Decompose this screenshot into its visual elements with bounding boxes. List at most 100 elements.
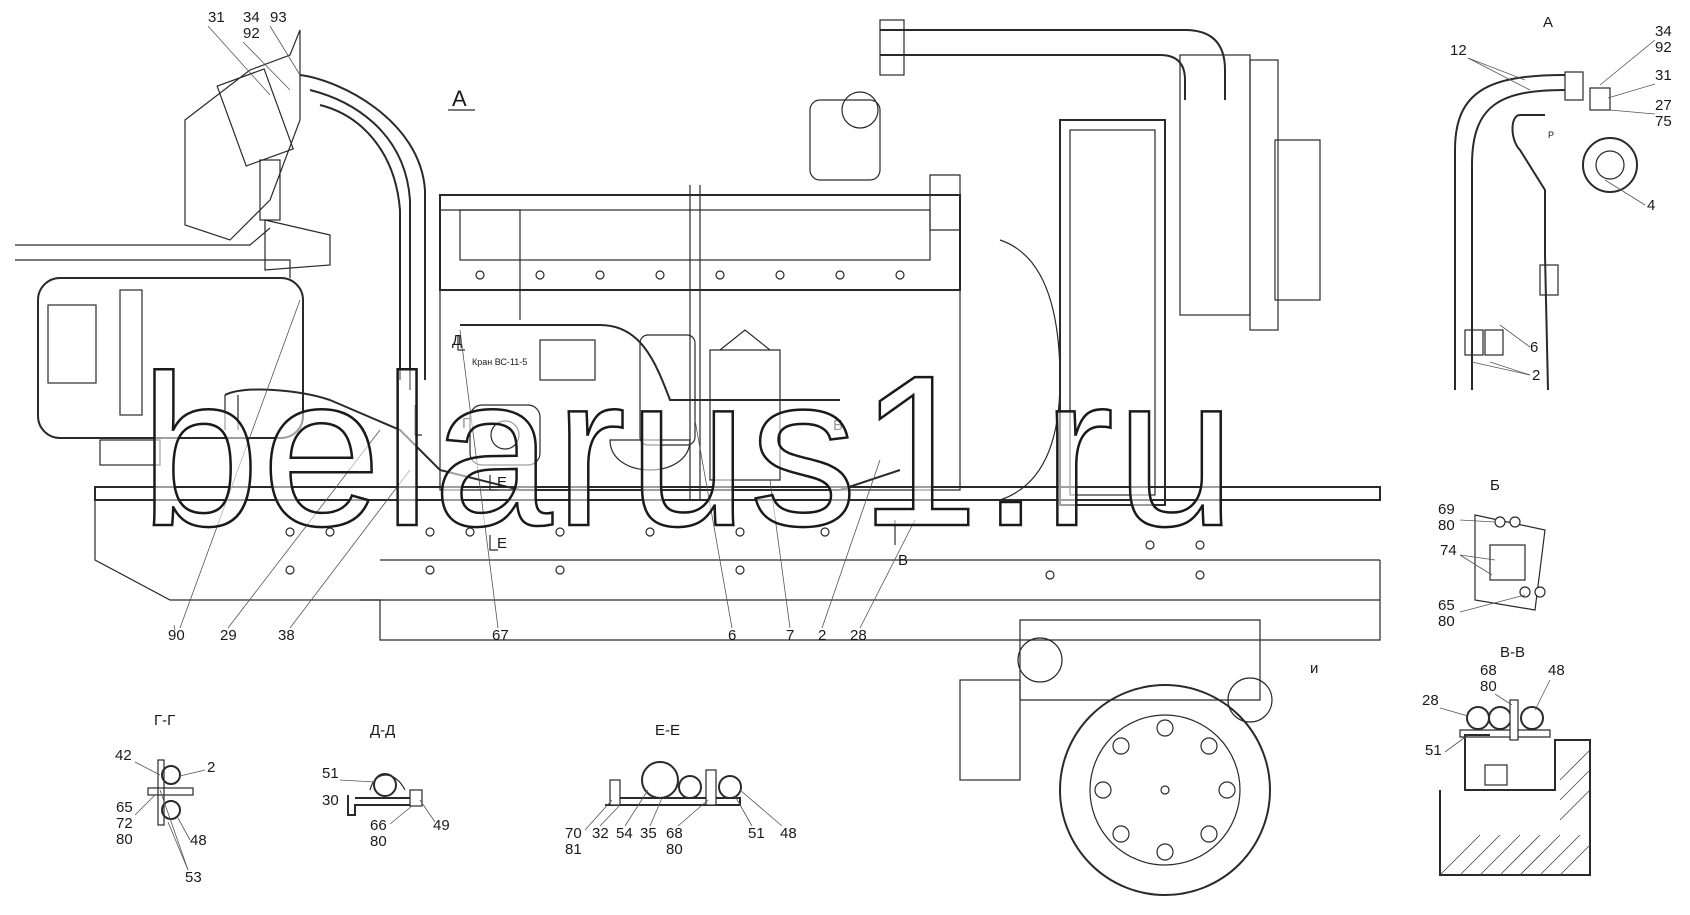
callout-31-top: 31 [208,9,225,26]
tank-strap [119,289,143,416]
section-vv-clamp-plate [1459,729,1551,738]
steering-pump [216,68,294,167]
callout-6: 6 [728,627,736,644]
intake-pipe [880,29,1226,100]
fan-shroud [999,239,1061,501]
detail-b-callout-80-b: 80 [1438,613,1455,630]
section-ee-label: Е-Е [655,722,680,739]
radiator-core [1069,129,1156,496]
detail-a-view: А Р 12 34 92 31 27 75 4 6 2 [1450,14,1672,391]
detail-a-callout-31: 31 [1655,67,1672,84]
cut-marker-g [414,405,422,436]
detail-a-callout-27: 27 [1655,97,1672,114]
section-dd-nut [409,789,423,807]
detail-b-view: Б 69 80 74 65 80 [1438,477,1546,630]
pipe-branch [440,209,521,320]
detail-b-callout-65: 65 [1438,597,1455,614]
top-callouts: 31 34 92 93 [207,9,301,96]
detail-a-callout-6: 6 [1530,339,1538,356]
detail-a-pipe-2 [1471,89,1566,390]
callout-7: 7 [786,627,794,644]
detail-a-tee [1564,71,1584,101]
main-assembly-view: Кран ВС-11-5 Г Е Е Д Б В А и 31 34 92 93… [15,9,1381,896]
section-dd-callout-51: 51 [322,765,339,782]
cut-marker-e-1 [489,475,498,491]
section-vv-pipe-1 [1466,706,1490,730]
hub-flange [1089,714,1241,866]
callout-38: 38 [278,627,295,644]
column-post [259,159,281,221]
section-ee-callout-80: 80 [666,841,683,858]
detail-b-clamp-3 [1519,586,1531,598]
pipe-main-lower [224,388,901,491]
hub-center [1160,785,1170,795]
detail-a-pipe-1 [1454,74,1566,390]
knuckle-pivot [1017,637,1063,683]
section-gg-callout-42: 42 [115,747,132,764]
hose-steering-3 [319,104,401,380]
section-ee: Е-Е 70 81 32 54 35 68 80 51 48 [565,722,797,858]
section-gg-pipe-2 [161,800,181,820]
detail-b-callout-69: 69 [1438,501,1455,518]
steering-knuckle [959,679,1021,781]
callout-92-top: 92 [243,25,260,42]
detail-a-callout-12: 12 [1450,42,1467,59]
section-ee-pipe-2 [678,775,702,799]
frame-bolts [285,527,1205,580]
valve-body [539,339,596,381]
pipe-main-upper [460,324,840,401]
air-cleaner [1179,54,1251,316]
callout-67: 67 [492,627,509,644]
fuel-tank [37,277,304,439]
axle-housing [1019,619,1261,701]
detail-b-plate [1489,544,1526,581]
detail-a-p-mark: Р [1548,130,1554,140]
fuel-filter [639,334,696,446]
detail-b-clamp-2 [1509,516,1521,528]
detail-b-callout-80: 80 [1438,517,1455,534]
bottom-callouts: 90 29 38 67 6 7 2 28 [168,299,916,644]
section-ee-callout-54: 54 [616,825,633,842]
section-vv: В-В 68 80 48 28 51 [1422,644,1591,876]
section-gg-callout-80: 80 [116,831,133,848]
section-vv-label: В-В [1500,644,1525,661]
turbocharger [809,99,881,181]
callout-29: 29 [220,627,237,644]
detail-a-pump [1582,137,1638,193]
detail-a-pump-inner [1595,150,1625,180]
main-view-label: А [452,86,467,111]
tank-top [15,227,271,246]
section-ee-callout-48: 48 [780,825,797,842]
cut-label-v: В [898,552,908,569]
cut-label-b: Б [833,417,843,434]
callout-34-top: 34 [243,9,260,26]
view-label-i: и [1310,660,1318,677]
valve-label: Кран ВС-11-5 [472,357,527,367]
detail-a-callout-75: 75 [1655,113,1672,130]
cut-label-d: Д [452,332,462,349]
section-ee-callout-81: 81 [565,841,582,858]
detail-a-fitting-3 [1539,264,1559,296]
cut-label-e-1: Е [497,474,507,491]
intake-duct [1249,59,1279,331]
valve-mount [469,404,541,466]
section-gg-callout-65: 65 [116,799,133,816]
head-bolts [475,270,905,280]
tank-plate [47,304,97,384]
detail-b-clamp-4 [1534,586,1546,598]
section-vv-callout-80: 80 [1480,678,1497,695]
section-vv-pipe-2 [1488,706,1512,730]
detail-a-callout-34: 34 [1655,23,1672,40]
section-dd-label: Д-Д [370,722,395,739]
bracket-right [1274,139,1321,301]
steering-column-housing [184,29,301,241]
detail-a-fitting-2 [1464,329,1484,356]
section-vv-pipe-3 [1520,706,1544,730]
detail-a-label: А [1543,14,1553,31]
hose-steering-2 [309,89,411,390]
section-gg-pipe-1 [161,765,181,785]
watermark-text: belarus1.ru [140,330,1238,571]
section-ee-bolt-2 [705,769,717,806]
knuckle-pivot-2 [1227,677,1273,723]
